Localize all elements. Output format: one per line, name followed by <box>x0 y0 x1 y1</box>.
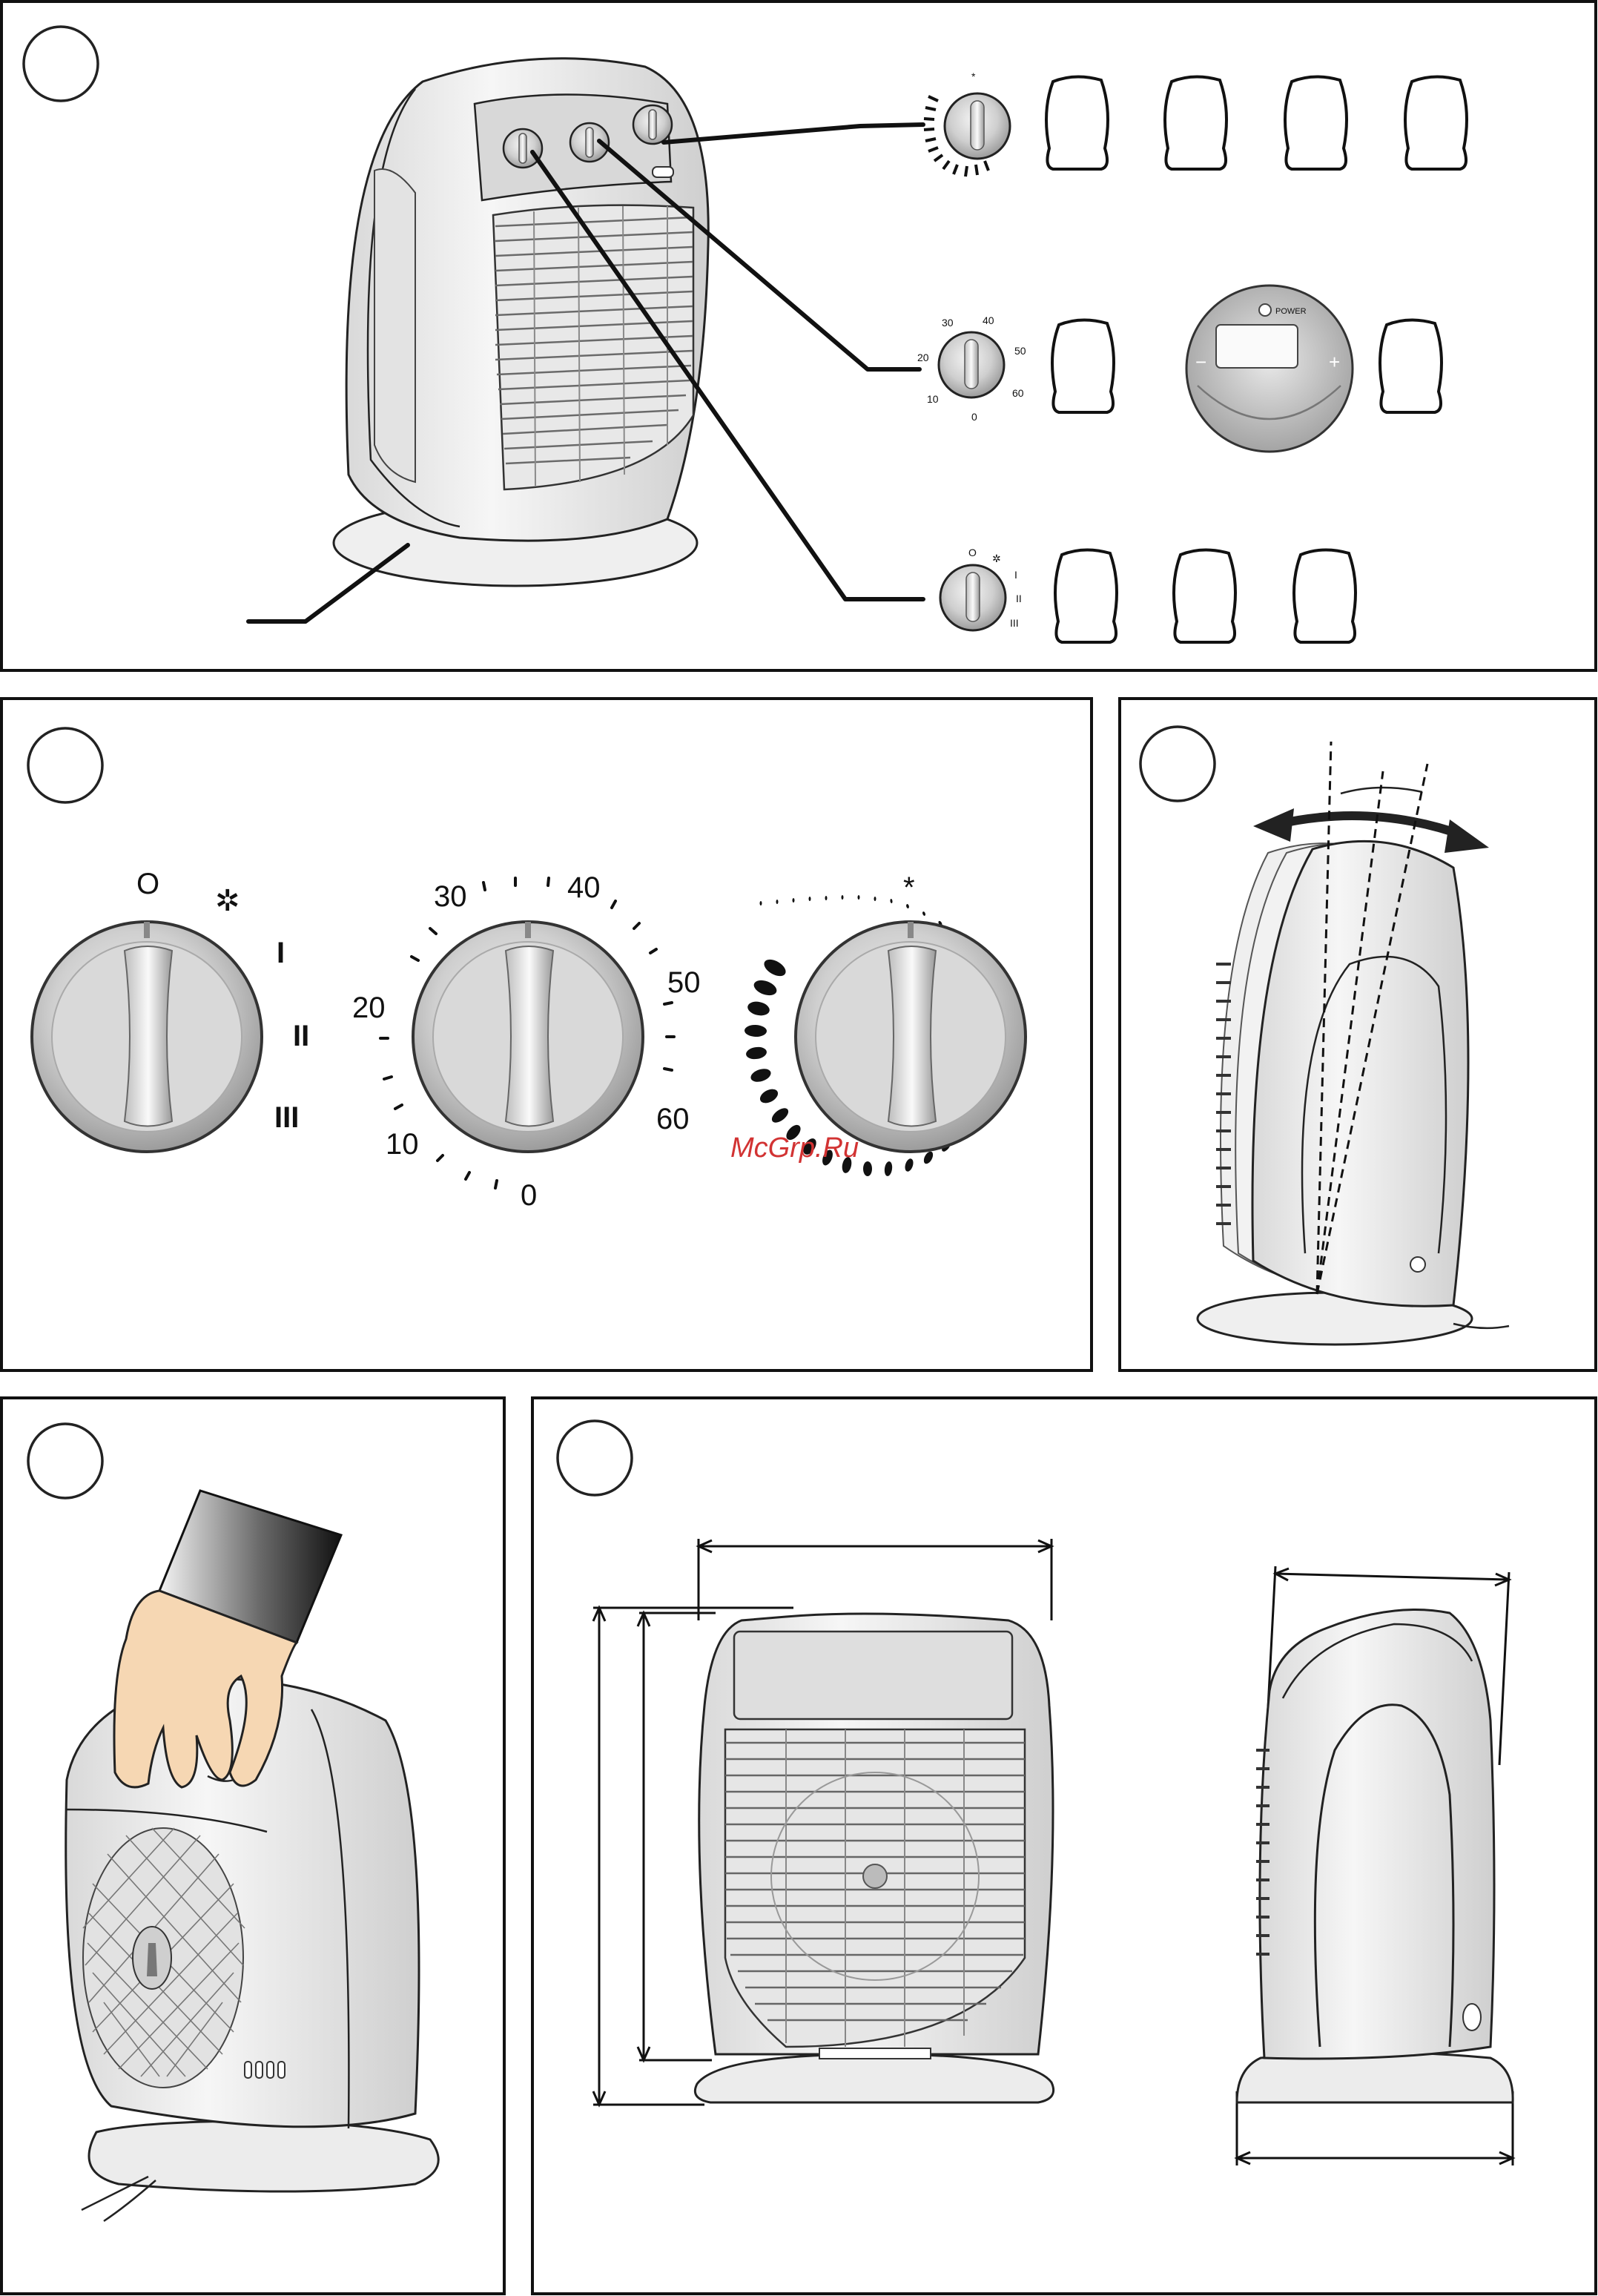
mini-mode-3: III <box>1010 617 1019 629</box>
cup-2-2 <box>1380 320 1442 412</box>
cups-row-3 <box>1055 550 1356 642</box>
timer-label-0: 0 <box>521 1179 537 1212</box>
timer-label-30: 30 <box>434 880 467 913</box>
front-view-heater <box>695 1614 1053 2102</box>
mini-knob-timer: 30 40 20 50 10 60 0 <box>917 314 1026 423</box>
mode-symbol-2: II <box>293 1020 309 1052</box>
digital-display-module: POWER − + <box>1186 286 1353 452</box>
panel-1: * 30 40 20 50 10 60 0 POWER − + <box>1 1 1596 670</box>
timer-knob[interactable] <box>413 922 643 1152</box>
mini-thermostat-symbol: * <box>971 70 976 82</box>
oscillating-heater-body <box>1252 841 1468 1306</box>
panel-5-number-circle <box>558 1421 632 1495</box>
mode-symbol-1: I <box>277 937 285 969</box>
mini-timer-label-30: 30 <box>942 317 954 329</box>
mini-timer-label-0: 0 <box>971 411 977 423</box>
mini-timer-label-40: 40 <box>983 314 994 326</box>
watermark: McGrp.Ru <box>730 1132 859 1164</box>
timer-label-10: 10 <box>386 1128 419 1161</box>
mini-knob-thermostat: * <box>924 70 1010 177</box>
mode-symbol-3: III <box>274 1101 299 1134</box>
display-plus-icon[interactable]: + <box>1329 351 1340 373</box>
power-led-icon <box>1259 304 1271 316</box>
front-control-window <box>734 1632 1012 1719</box>
cup-1-3 <box>1285 76 1347 169</box>
panel-5 <box>532 1398 1596 2294</box>
leader-thermostat <box>664 125 923 142</box>
mini-mode-1: I <box>1014 569 1017 581</box>
cup-1-1 <box>1046 76 1108 169</box>
panel-3-number-circle <box>1140 727 1215 801</box>
timer-label-40: 40 <box>567 871 601 904</box>
cup-3-3 <box>1294 550 1356 642</box>
heater-grille <box>493 205 693 489</box>
mini-timer-label-60: 60 <box>1012 387 1024 399</box>
cup-2-1 <box>1052 320 1114 412</box>
panel-2-number-circle <box>28 728 102 802</box>
display-minus-icon[interactable]: − <box>1195 351 1206 373</box>
mode-symbol-off: O <box>136 868 159 900</box>
mini-mode-2: II <box>1016 593 1022 604</box>
cup-1-2 <box>1165 76 1226 169</box>
cup-3-2 <box>1174 550 1235 642</box>
display-screen <box>1216 325 1298 368</box>
cup-1-4 <box>1405 76 1467 169</box>
side-view-heater <box>1237 1610 1513 2103</box>
panel-4-number-circle <box>28 1424 102 1498</box>
panel-1-frame <box>1 1 1596 670</box>
mode-knob[interactable] <box>32 922 262 1152</box>
mini-mode-fan: ✲ <box>992 552 1001 564</box>
panel-1-number-circle <box>24 27 98 101</box>
mini-knob-mode: O ✲ I II III <box>940 547 1022 630</box>
mini-timer-label-50: 50 <box>1014 345 1026 357</box>
mini-mode-off: O <box>968 547 977 558</box>
panel-4 <box>1 1398 504 2294</box>
display-power-label: POWER <box>1275 307 1307 316</box>
heater-indicator-light <box>653 167 673 177</box>
heater-knob-mode[interactable] <box>503 129 542 168</box>
cups-row-1 <box>1046 76 1467 169</box>
panel-2: O ✲ I II III 30 40 50 60 0 10 20 <box>1 699 1092 1370</box>
timer-label-20: 20 <box>352 992 386 1024</box>
thermostat-frost-symbol: * <box>903 871 915 904</box>
thermostat-knob[interactable] <box>796 922 1026 1152</box>
cup-3-1 <box>1055 550 1117 642</box>
timer-label-60: 60 <box>656 1103 690 1135</box>
timer-label-50: 50 <box>667 966 701 999</box>
heater-knob-thermostat[interactable] <box>633 105 672 144</box>
carry-heater-grille <box>83 1828 245 2088</box>
mode-symbol-fan-icon: ✲ <box>215 885 240 917</box>
heater-side-recess <box>374 169 415 482</box>
mini-timer-label-10: 10 <box>927 393 939 405</box>
mini-timer-label-20: 20 <box>917 352 929 363</box>
panel-3 <box>1120 699 1596 1370</box>
